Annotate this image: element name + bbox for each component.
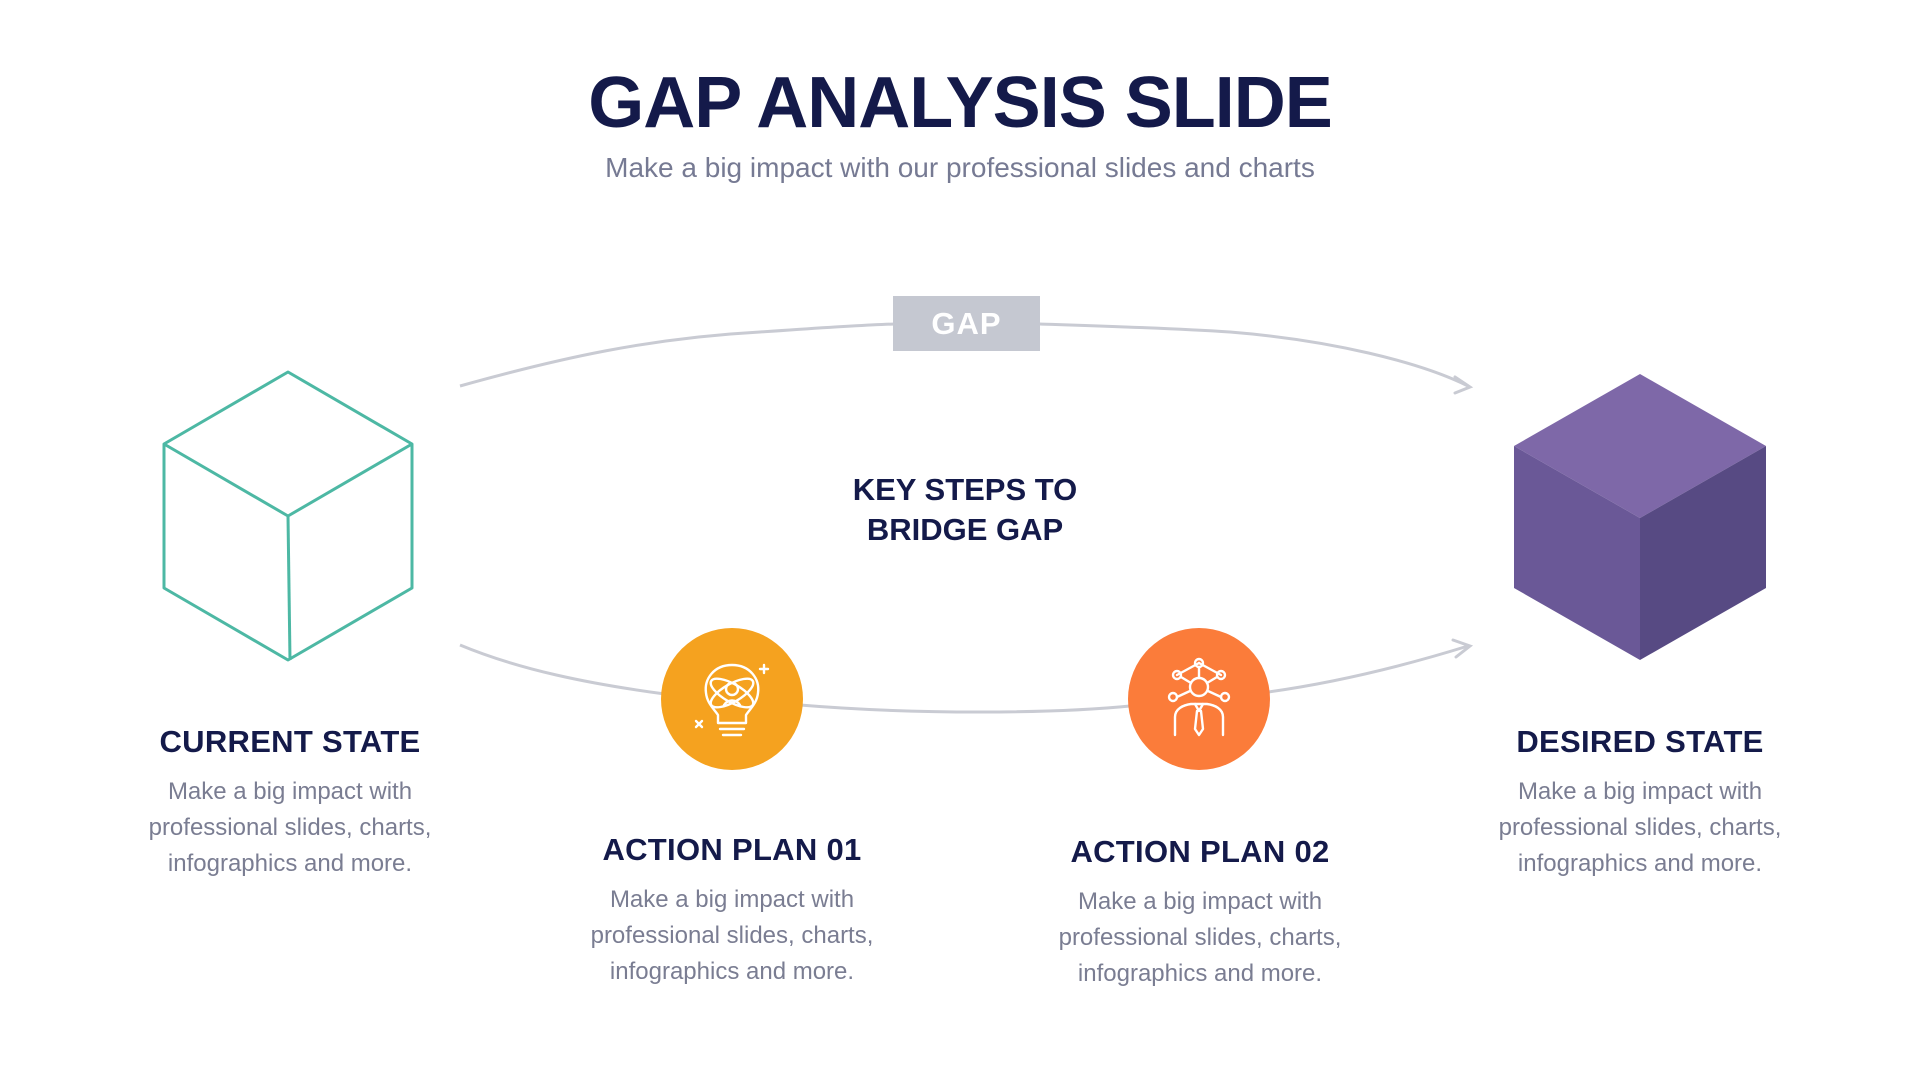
action-plan-02-heading: ACTION PLAN 02 <box>1070 834 1330 869</box>
description-line: infographics and more. <box>1517 850 1763 877</box>
description-line: infographics and more. <box>1077 960 1323 987</box>
upper-arrow-line <box>459 322 1469 388</box>
cube-solid-icon <box>1514 374 1766 660</box>
key-steps-line-2: BRIDGE GAP <box>866 512 1064 547</box>
action-plan-02-circle <box>1128 628 1270 770</box>
slide-subtitle: Make a big impact with our professional … <box>605 152 1315 183</box>
key-steps-line-1: KEY STEPS TO <box>852 472 1078 507</box>
lightbulb-atom-icon <box>694 663 770 737</box>
upper-arrow-head <box>1453 375 1474 395</box>
description-line: professional slides, charts, <box>590 922 874 949</box>
key-steps-label: KEY STEPS TO BRIDGE GAP <box>765 470 1165 550</box>
lower-arrow-line <box>459 643 1469 714</box>
action-plan-02-block: ACTION PLAN 02 Make a big impact with pr… <box>1030 834 1370 992</box>
action-plan-01-block: ACTION PLAN 01 Make a big impact with pr… <box>562 832 902 990</box>
cube-outline-icon <box>162 370 414 662</box>
desired-state-description: Make a big impact with professional slid… <box>1480 774 1800 882</box>
current-state-heading: CURRENT STATE <box>159 724 421 759</box>
description-line: infographics and more. <box>167 850 413 877</box>
description-line: professional slides, charts, <box>1498 814 1782 841</box>
desired-state-block: DESIRED STATE Make a big impact with pro… <box>1470 724 1810 882</box>
action-plan-01-circle <box>661 628 803 770</box>
action-plan-01-heading: ACTION PLAN 01 <box>602 832 862 867</box>
action-plan-01-description: Make a big impact with professional slid… <box>572 882 892 990</box>
action-plan-02-description: Make a big impact with professional slid… <box>1040 884 1360 992</box>
desired-state-heading: DESIRED STATE <box>1516 724 1764 759</box>
businessman-network-icon <box>1167 657 1231 737</box>
cube-right-face <box>1640 446 1766 660</box>
lower-arrow-head <box>1451 638 1474 659</box>
description-line: Make a big impact with <box>609 886 855 913</box>
current-state-description: Make a big impact with professional slid… <box>130 774 450 882</box>
description-line: professional slides, charts, <box>1058 924 1342 951</box>
description-line: Make a big impact with <box>1517 778 1763 805</box>
slide-title: GAP ANALYSIS SLIDE <box>588 63 1333 143</box>
description-line: Make a big impact with <box>167 778 413 805</box>
gap-badge: GAP <box>893 296 1040 351</box>
description-line: infographics and more. <box>609 958 855 985</box>
description-line: professional slides, charts, <box>148 814 432 841</box>
description-line: Make a big impact with <box>1077 888 1323 915</box>
cube-left-face <box>1514 446 1640 660</box>
current-state-block: CURRENT STATE Make a big impact with pro… <box>120 724 460 882</box>
